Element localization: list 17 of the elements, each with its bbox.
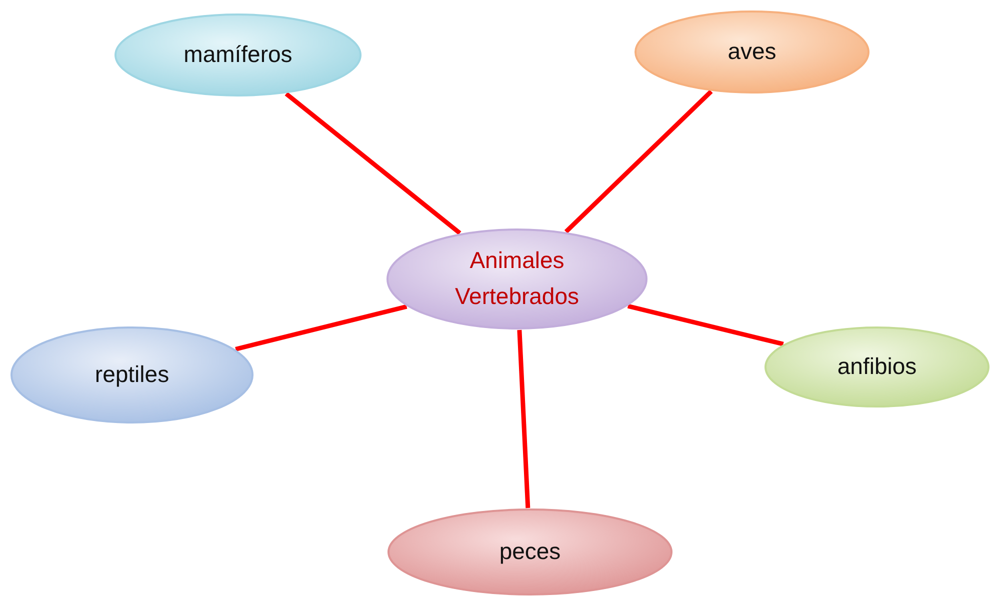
ellipse-node — [10, 326, 254, 424]
ellipse-node — [634, 10, 870, 94]
ellipse-node — [764, 326, 990, 408]
ellipse-node — [114, 13, 362, 97]
connector-line — [284, 92, 462, 235]
node-label: peces — [499, 537, 561, 566]
node-label: reptiles — [94, 360, 170, 390]
connector-line — [564, 90, 713, 234]
node-label: mamíferos — [184, 40, 292, 70]
node-label: anfibios — [837, 352, 917, 382]
node-label: Animales Vertebrados — [454, 246, 580, 311]
ellipse-node — [387, 508, 673, 596]
ellipse-node — [386, 228, 648, 330]
node-label: aves — [728, 37, 776, 66]
connector-line — [627, 304, 784, 346]
connector-line — [235, 304, 408, 352]
connector-line — [517, 330, 530, 508]
